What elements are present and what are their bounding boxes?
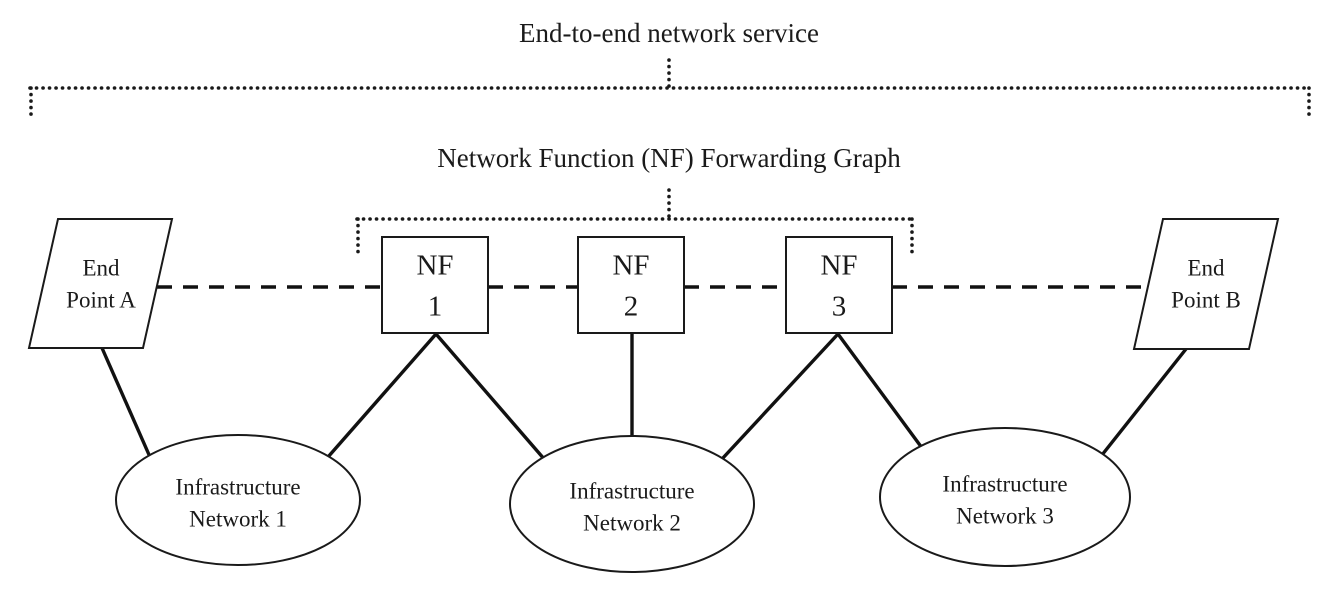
infrastructure-network-1-node[interactable]: Infrastructure Network 1 bbox=[115, 434, 361, 566]
nf-3-label-line1: NF bbox=[820, 250, 857, 282]
end-point-b-label-line1: End bbox=[1187, 255, 1225, 280]
nf-1-shape[interactable] bbox=[381, 236, 489, 334]
nf-1-label-line1: NF bbox=[416, 250, 453, 282]
end-point-a-node[interactable]: End Point A bbox=[27, 218, 174, 349]
infrastructure-network-2-node[interactable]: Infrastructure Network 2 bbox=[509, 435, 755, 573]
infrastructure-network-1-label-line2: Network 1 bbox=[189, 506, 287, 531]
nf-3-node[interactable]: NF 3 bbox=[785, 236, 893, 334]
nf-forwarding-graph-scope-bracket bbox=[355, 188, 915, 254]
nf-2-label-line1: NF bbox=[612, 250, 649, 282]
link-nf3-network3 bbox=[836, 332, 927, 454]
nf-3-label-line2: 3 bbox=[832, 291, 847, 323]
infrastructure-network-3-shape[interactable] bbox=[879, 427, 1131, 567]
infrastructure-mapping-links bbox=[100, 332, 1188, 462]
nf-3-shape[interactable] bbox=[785, 236, 893, 334]
nf-forwarding-graph-title: Network Function (NF) Forwarding Graph bbox=[437, 143, 901, 173]
link-nf1-network2 bbox=[434, 332, 547, 462]
infrastructure-network-1-shape[interactable] bbox=[115, 434, 361, 566]
infrastructure-network-2-label-line1: Infrastructure bbox=[569, 478, 694, 503]
end-point-b-label-line2: Point B bbox=[1171, 287, 1241, 312]
infrastructure-network-2-label-line2: Network 2 bbox=[583, 510, 681, 535]
link-endpointa-network1 bbox=[100, 347, 152, 458]
end-point-a-label-line1: End bbox=[82, 255, 120, 280]
link-endpointb-network3 bbox=[1096, 347, 1188, 462]
nf-1-label-line2: 1 bbox=[428, 291, 443, 323]
end-point-a-label-line2: Point A bbox=[66, 287, 136, 312]
infrastructure-network-2-shape[interactable] bbox=[509, 435, 755, 573]
infrastructure-network-1-label-line1: Infrastructure bbox=[175, 474, 300, 499]
infrastructure-network-3-node[interactable]: Infrastructure Network 3 bbox=[879, 427, 1131, 567]
nf-2-shape[interactable] bbox=[577, 236, 685, 334]
end-to-end-scope-bracket bbox=[28, 58, 1312, 122]
end-point-a-shape[interactable] bbox=[27, 218, 174, 349]
nf-1-node[interactable]: NF 1 bbox=[381, 236, 489, 334]
end-point-b-shape[interactable] bbox=[1132, 218, 1280, 350]
infrastructure-network-3-label-line1: Infrastructure bbox=[942, 471, 1067, 496]
end-to-end-service-title: End-to-end network service bbox=[519, 18, 819, 48]
link-nf1-network1 bbox=[326, 332, 438, 459]
nf-2-node[interactable]: NF 2 bbox=[577, 236, 685, 334]
infrastructure-network-3-label-line2: Network 3 bbox=[956, 503, 1054, 528]
link-nf3-network2 bbox=[720, 332, 840, 461]
end-point-b-node[interactable]: End Point B bbox=[1132, 218, 1280, 350]
nf-2-label-line2: 2 bbox=[624, 291, 639, 323]
